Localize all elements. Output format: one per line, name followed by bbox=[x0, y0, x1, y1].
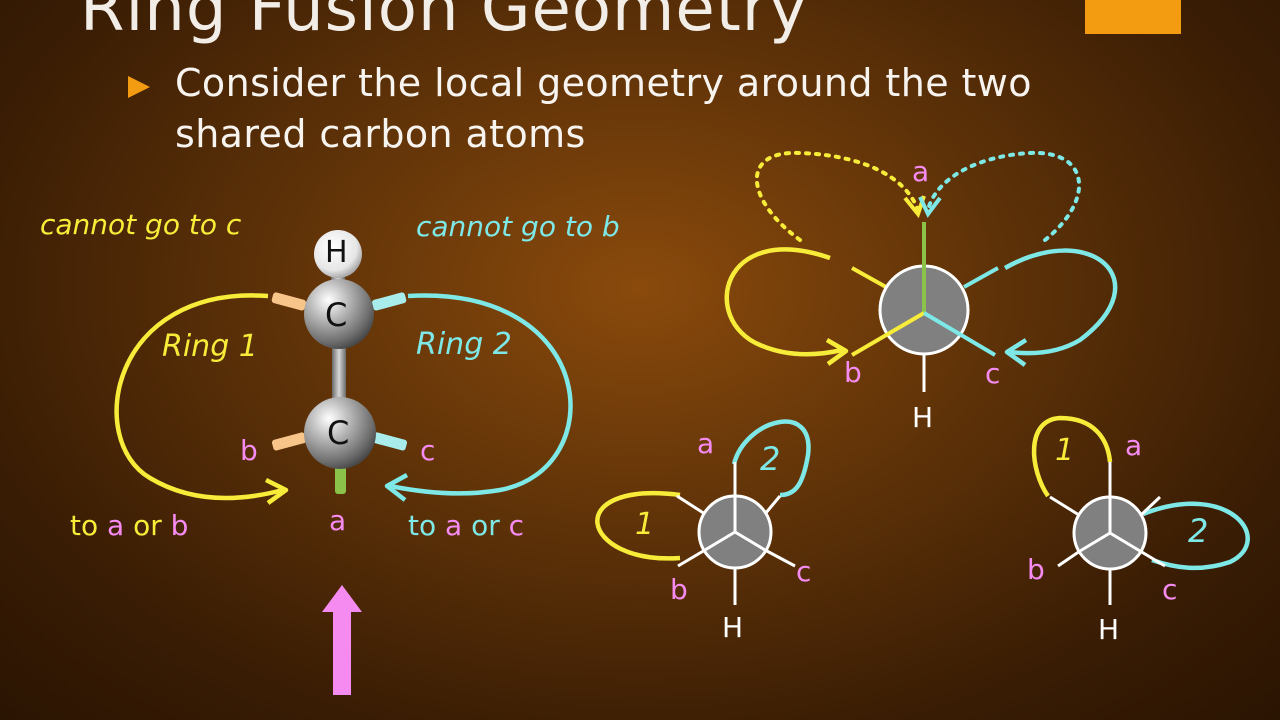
ring2-loop bbox=[1003, 248, 1118, 356]
to-a-or-c-label: to a or c bbox=[408, 509, 525, 542]
newman-bl-c-label: c bbox=[796, 555, 812, 588]
carbon-atom-top bbox=[304, 279, 374, 349]
bond-top-right-stub bbox=[371, 292, 407, 311]
newman-bottom-right bbox=[1031, 415, 1250, 605]
ring2-arrowhead bbox=[384, 473, 409, 502]
bullet-text: Consider the local geometry around the t… bbox=[175, 61, 1032, 156]
ring1-loop bbox=[724, 247, 843, 357]
ball-and-stick-model bbox=[114, 230, 573, 505]
ring1-label: Ring 1 bbox=[162, 329, 258, 364]
slide-title: Ring Fusion Geometry bbox=[80, 0, 808, 46]
cannot-go-to-c-note: cannot go to c bbox=[40, 208, 242, 241]
newman-bl-b-label: b bbox=[670, 573, 688, 606]
dotted-ring2-arc bbox=[926, 150, 1081, 242]
newman-br-b-label: b bbox=[1027, 553, 1045, 586]
newman-bl-h-label: H bbox=[722, 611, 744, 644]
bullet-arrow-icon bbox=[128, 76, 150, 98]
newman-br-c-label: c bbox=[1162, 573, 1178, 606]
ring2-arc bbox=[389, 293, 573, 496]
bond-c-stub bbox=[372, 432, 408, 451]
ring2-loop bbox=[1142, 501, 1250, 571]
carbon-bottom-symbol: C bbox=[327, 414, 350, 452]
hydrogen-symbol: H bbox=[325, 235, 348, 270]
newman-br-ring1-number: 1 bbox=[1055, 433, 1075, 468]
newman-bl-ring2-number: 2 bbox=[760, 440, 781, 478]
substituent-c-label: c bbox=[420, 434, 436, 467]
ring2-loop bbox=[731, 419, 811, 498]
newman-bottom-left bbox=[595, 419, 811, 605]
newman-bl-a-label: a bbox=[697, 427, 715, 460]
ring2-label: Ring 2 bbox=[416, 327, 512, 362]
carbon-atom-bottom bbox=[304, 397, 376, 469]
bond-b-stub bbox=[271, 432, 307, 451]
substituent-b-label: b bbox=[240, 434, 258, 467]
newman-top bbox=[724, 150, 1118, 392]
newman-br-a-label: a bbox=[1125, 429, 1143, 462]
newman-top-a-label: a bbox=[912, 155, 930, 188]
to-a-or-b-label: to a or b bbox=[70, 509, 189, 542]
bond-top-left-stub bbox=[271, 292, 307, 311]
ring1-arc bbox=[114, 293, 284, 501]
corner-accent-box bbox=[1085, 0, 1181, 34]
dotted-ring1-arc bbox=[754, 150, 920, 242]
newman-bl-ring1-number: 1 bbox=[635, 507, 655, 542]
hydrogen-atom bbox=[314, 230, 362, 278]
newman-br-h-label: H bbox=[1098, 613, 1120, 646]
carbon-top-symbol: C bbox=[325, 296, 348, 334]
substituent-a-label: a bbox=[329, 504, 347, 537]
newman-top-c-label: c bbox=[985, 357, 1001, 390]
cannot-go-to-b-note: cannot go to b bbox=[416, 210, 620, 243]
newman-top-h-label: H bbox=[912, 401, 934, 434]
dotted-ring2-arrowhead bbox=[918, 196, 942, 218]
newman-top-b-label: b bbox=[844, 356, 862, 389]
ring1-loop bbox=[595, 491, 681, 561]
ring1-loop-arrowhead bbox=[825, 338, 849, 366]
carbon-carbon-bond bbox=[332, 330, 346, 415]
ring1-arrowhead bbox=[264, 477, 289, 505]
newman-br-ring2-number: 2 bbox=[1188, 512, 1209, 550]
ring1-loop bbox=[1031, 415, 1113, 498]
ring2-loop-arrowhead bbox=[1004, 338, 1028, 367]
pointer-arrow-icon bbox=[322, 585, 362, 695]
